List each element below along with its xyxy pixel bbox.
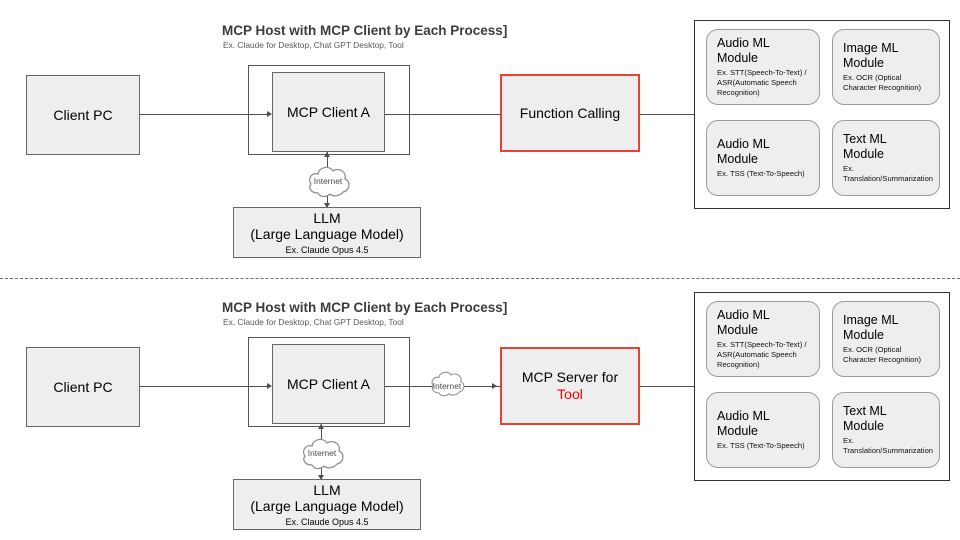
connector-clientpc-to-mcpclient-top bbox=[140, 114, 268, 115]
module-sub: Ex. STT(Speech-To-Text) / ASR(Automatic … bbox=[717, 339, 807, 370]
connector-mcpserver-to-modules-bottom bbox=[640, 386, 694, 387]
internet-label-server: Internet bbox=[432, 381, 462, 391]
ml-modules-frame-bottom bbox=[694, 292, 950, 481]
mcp-host-frame-bottom bbox=[248, 337, 410, 427]
llm-line2-top: (Large Language Model) bbox=[250, 226, 404, 243]
section-subtitle-top: Ex. Claude for Desktop, Chat GPT Desktop… bbox=[223, 40, 404, 50]
section-title-top: MCP Host with MCP Client by Each Process… bbox=[222, 23, 508, 38]
module-audio-ml-tss-bottom[interactable]: Audio ML Module Ex. TSS (Text-To-Speech) bbox=[706, 392, 820, 468]
module-sub: Ex. Translation/Summarization bbox=[843, 163, 934, 183]
module-title-line1: Text ML Module bbox=[843, 403, 887, 433]
module-title-line1: Audio ML bbox=[717, 136, 770, 151]
arrow-to-mcpserver bbox=[492, 383, 497, 389]
arrow-clientpc-to-mcpclient-bottom bbox=[267, 383, 272, 389]
arrow-up-mcpclient-bottom bbox=[318, 424, 324, 429]
module-text-ml-top[interactable]: Text ML Module Ex. Translation/Summariza… bbox=[832, 120, 940, 196]
mcp-client-a-box-bottom[interactable]: MCP Client A bbox=[272, 344, 385, 424]
internet-cloud-icon-top bbox=[308, 166, 350, 198]
internet-cloud-icon-bottom bbox=[302, 438, 344, 470]
mcp-client-a-box-top[interactable]: MCP Client A bbox=[272, 72, 385, 152]
llm-box-top[interactable]: LLM (Large Language Model) Ex. Claude Op… bbox=[233, 207, 421, 258]
arrow-down-llm-top bbox=[324, 203, 330, 208]
internet-cloud-icon-server bbox=[431, 371, 465, 397]
module-title-line2: Module bbox=[717, 151, 758, 166]
section-subtitle-bottom: Ex. Claude for Desktop, Chat GPT Desktop… bbox=[223, 317, 404, 327]
mcp-server-box[interactable]: MCP Server for Tool bbox=[500, 347, 640, 425]
client-pc-label-bottom: Client PC bbox=[53, 378, 113, 395]
module-sub: Ex. Translation/Summarization bbox=[843, 435, 934, 455]
llm-box-bottom[interactable]: LLM (Large Language Model) Ex. Claude Op… bbox=[233, 479, 421, 530]
function-calling-label: Function Calling bbox=[519, 104, 621, 121]
function-calling-box[interactable]: Function Calling bbox=[500, 74, 640, 152]
module-sub: Ex. OCR (Optical Character Recognition) bbox=[843, 72, 922, 92]
module-title-line2: Module bbox=[843, 327, 884, 342]
module-title-line2: Module bbox=[717, 423, 758, 438]
module-title-line2: Module bbox=[717, 322, 758, 337]
ml-modules-frame-top bbox=[694, 20, 950, 209]
module-title-line1: Image ML bbox=[843, 40, 899, 55]
module-audio-ml-stt-bottom[interactable]: Audio ML Module Ex. STT(Speech-To-Text) … bbox=[706, 301, 820, 377]
module-sub: Ex. TSS (Text-To-Speech) bbox=[717, 440, 805, 450]
module-image-ml-ocr-top[interactable]: Image ML Module Ex. OCR (Optical Charact… bbox=[832, 29, 940, 105]
module-title-line1: Audio ML bbox=[717, 35, 770, 50]
section-title-bottom: MCP Host with MCP Client by Each Process… bbox=[222, 300, 508, 315]
section-divider bbox=[0, 278, 960, 279]
client-pc-box-top[interactable]: Client PC bbox=[26, 75, 140, 155]
module-image-ml-ocr-bottom[interactable]: Image ML Module Ex. OCR (Optical Charact… bbox=[832, 301, 940, 377]
module-sub: Ex. TSS (Text-To-Speech) bbox=[717, 168, 805, 178]
internet-label-bottom: Internet bbox=[307, 448, 337, 458]
internet-label-top: Internet bbox=[313, 176, 343, 186]
client-pc-box-bottom[interactable]: Client PC bbox=[26, 347, 140, 427]
module-sub: Ex. OCR (Optical Character Recognition) bbox=[843, 344, 922, 364]
mcp-client-a-label-bottom: MCP Client A bbox=[287, 375, 370, 392]
module-title-line2: Module bbox=[717, 50, 758, 65]
module-text-ml-bottom[interactable]: Text ML Module Ex. Translation/Summariza… bbox=[832, 392, 940, 468]
module-title-line1: Text ML Module bbox=[843, 131, 887, 161]
llm-line1-bottom: LLM bbox=[313, 481, 341, 498]
connector-clientpc-to-mcpclient-bottom bbox=[140, 386, 268, 387]
mcp-server-label-line1: MCP Server for bbox=[521, 369, 619, 386]
module-title-line1: Audio ML bbox=[717, 307, 770, 322]
mcp-client-a-label-top: MCP Client A bbox=[287, 103, 370, 120]
module-audio-ml-tss-top[interactable]: Audio ML Module Ex. TSS (Text-To-Speech) bbox=[706, 120, 820, 196]
llm-line2-bottom: (Large Language Model) bbox=[250, 498, 404, 515]
arrow-up-mcpclient-top bbox=[324, 152, 330, 157]
module-title-line2: Module bbox=[843, 55, 884, 70]
client-pc-label-top: Client PC bbox=[53, 106, 113, 123]
mcp-server-label-tool: Tool bbox=[557, 386, 583, 402]
connector-functioncalling-to-modules-top bbox=[640, 114, 694, 115]
llm-sub-bottom: Ex. Claude Opus 4.5 bbox=[285, 516, 369, 527]
llm-line1-top: LLM bbox=[313, 209, 341, 226]
module-title-line1: Image ML bbox=[843, 312, 899, 327]
module-audio-ml-stt-top[interactable]: Audio ML Module Ex. STT(Speech-To-Text) … bbox=[706, 29, 820, 105]
llm-sub-top: Ex. Claude Opus 4.5 bbox=[285, 244, 369, 255]
arrow-down-llm-bottom bbox=[318, 475, 324, 480]
arrow-clientpc-to-mcpclient-top bbox=[267, 111, 272, 117]
connector-mcpclient-to-functioncalling-top bbox=[385, 114, 500, 115]
module-title-line1: Audio ML bbox=[717, 408, 770, 423]
module-sub: Ex. STT(Speech-To-Text) / ASR(Automatic … bbox=[717, 67, 807, 98]
